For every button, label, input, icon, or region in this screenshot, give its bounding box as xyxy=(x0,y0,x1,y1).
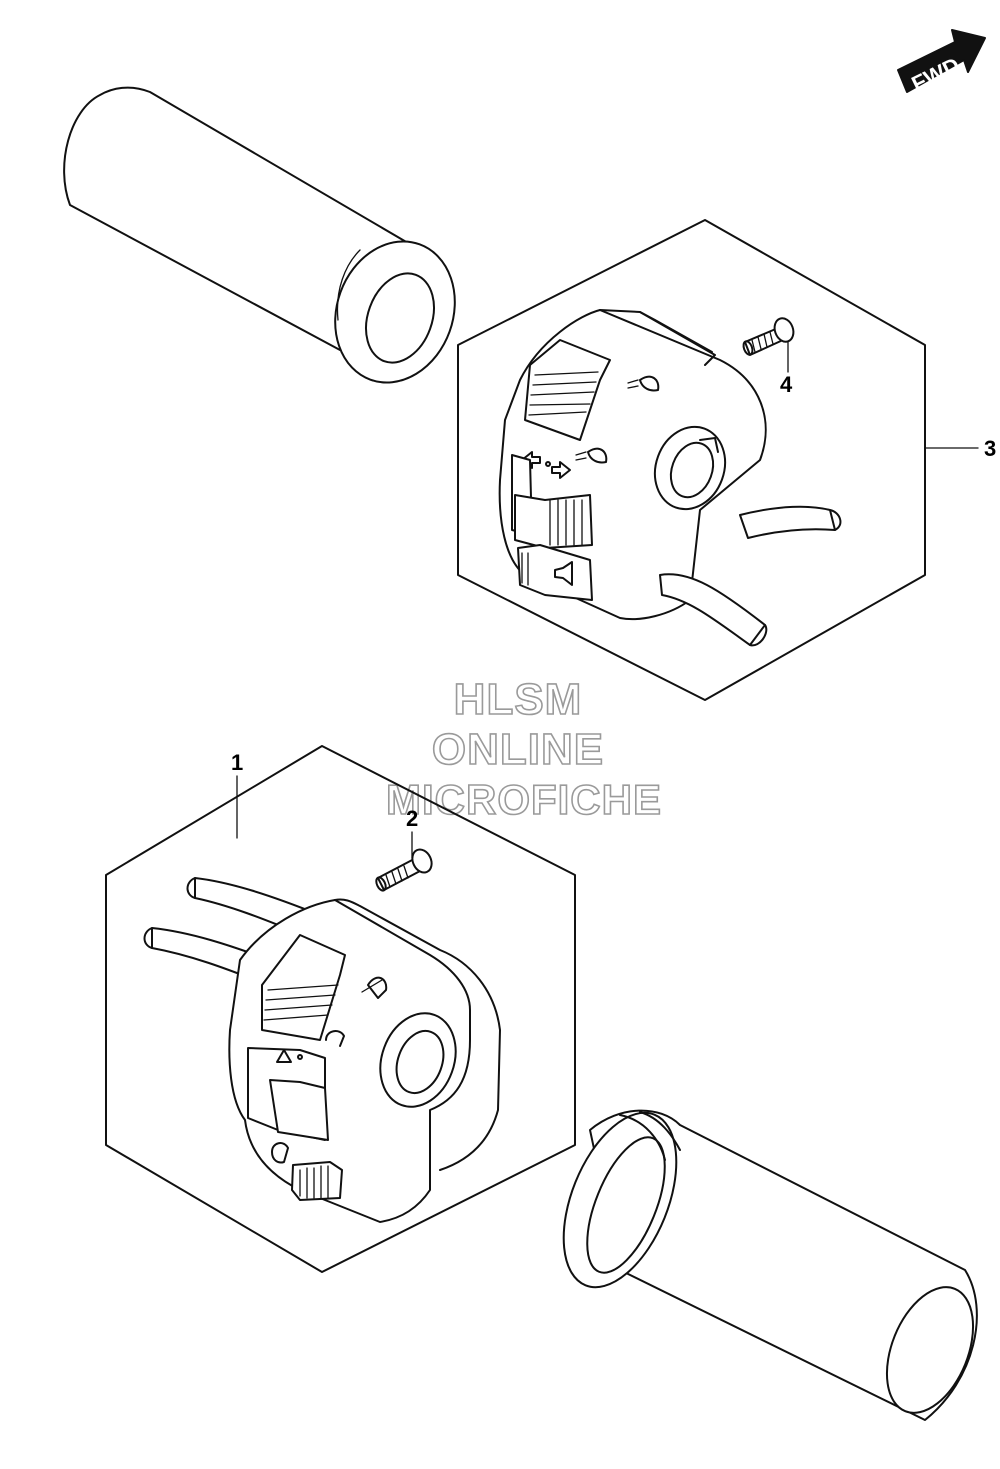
callout-4: 4 xyxy=(780,372,793,397)
callout-2: 2 xyxy=(406,806,418,831)
right-handlebar-switch xyxy=(498,309,842,647)
screw-4 xyxy=(742,317,795,373)
headlight-low-icon xyxy=(575,447,608,464)
handle-grip-left xyxy=(63,86,456,384)
callout-3: 3 xyxy=(984,436,996,461)
passing-light-icon xyxy=(361,976,388,999)
throttle-grip-right xyxy=(562,1109,978,1421)
screw-2 xyxy=(375,848,433,892)
headlight-icon xyxy=(627,375,660,392)
left-handlebar-switch xyxy=(143,877,501,1223)
watermark-line-2: ONLINE xyxy=(432,725,604,774)
watermark: HLSM ONLINE MICROFICHE xyxy=(385,674,662,824)
starter-icon xyxy=(271,1142,289,1164)
horn-icon xyxy=(554,561,573,586)
fwd-arrow-icon: FWD xyxy=(897,29,986,97)
assembly-frame-3 xyxy=(457,219,926,701)
assembly-frame-1 xyxy=(105,745,576,1273)
hazard-icon xyxy=(276,1049,303,1063)
engine-stop-icon xyxy=(325,1030,345,1047)
callout-1: 1 xyxy=(231,750,243,775)
turn-signal-icon xyxy=(521,451,571,479)
watermark-line-1: HLSM xyxy=(454,675,583,724)
watermark-line-3: MICROFICHE xyxy=(386,776,662,823)
